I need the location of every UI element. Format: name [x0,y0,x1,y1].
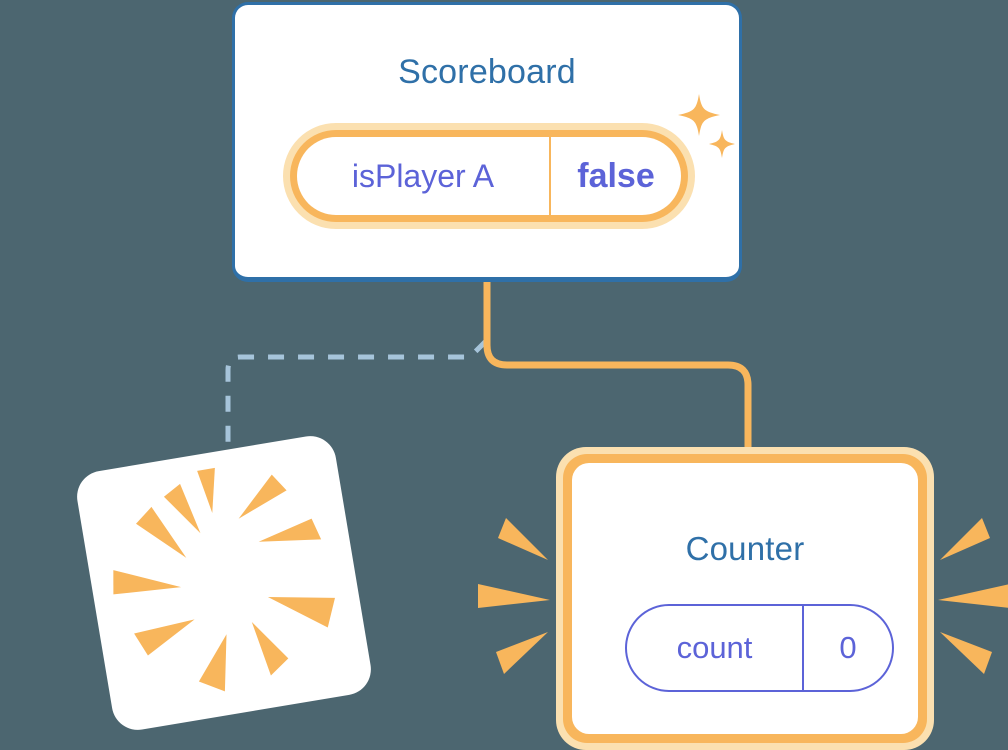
counter-title: Counter [685,530,805,567]
counter-card[interactable]: Counter count 0 [556,447,934,750]
counter-property-key: count [627,606,804,690]
burst-rays-icon [113,467,335,692]
scoreboard-title: Scoreboard [398,53,576,91]
scoreboard-property-value: false [577,156,655,195]
scoreboard-property-key: isPlayer A [297,137,551,215]
solid-connector-path [483,282,752,462]
scoreboard-card[interactable]: Scoreboard isPlayer A false [232,2,742,282]
counter-property-pill[interactable]: count 0 [625,604,894,692]
counter-burst-right-icon [938,518,1008,674]
counter-burst-left-icon [478,518,550,674]
counter-property-value: 0 [839,630,857,665]
rotated-burst-card[interactable] [73,432,375,734]
scoreboard-pill-face: isPlayer A false [297,137,681,215]
scoreboard-property-pill[interactable]: isPlayer A false [283,123,695,229]
counter-card-ring: Counter count 0 [563,454,927,743]
counter-card-face: Counter count 0 [572,463,918,734]
scoreboard-pill-ring: isPlayer A false [290,130,688,222]
